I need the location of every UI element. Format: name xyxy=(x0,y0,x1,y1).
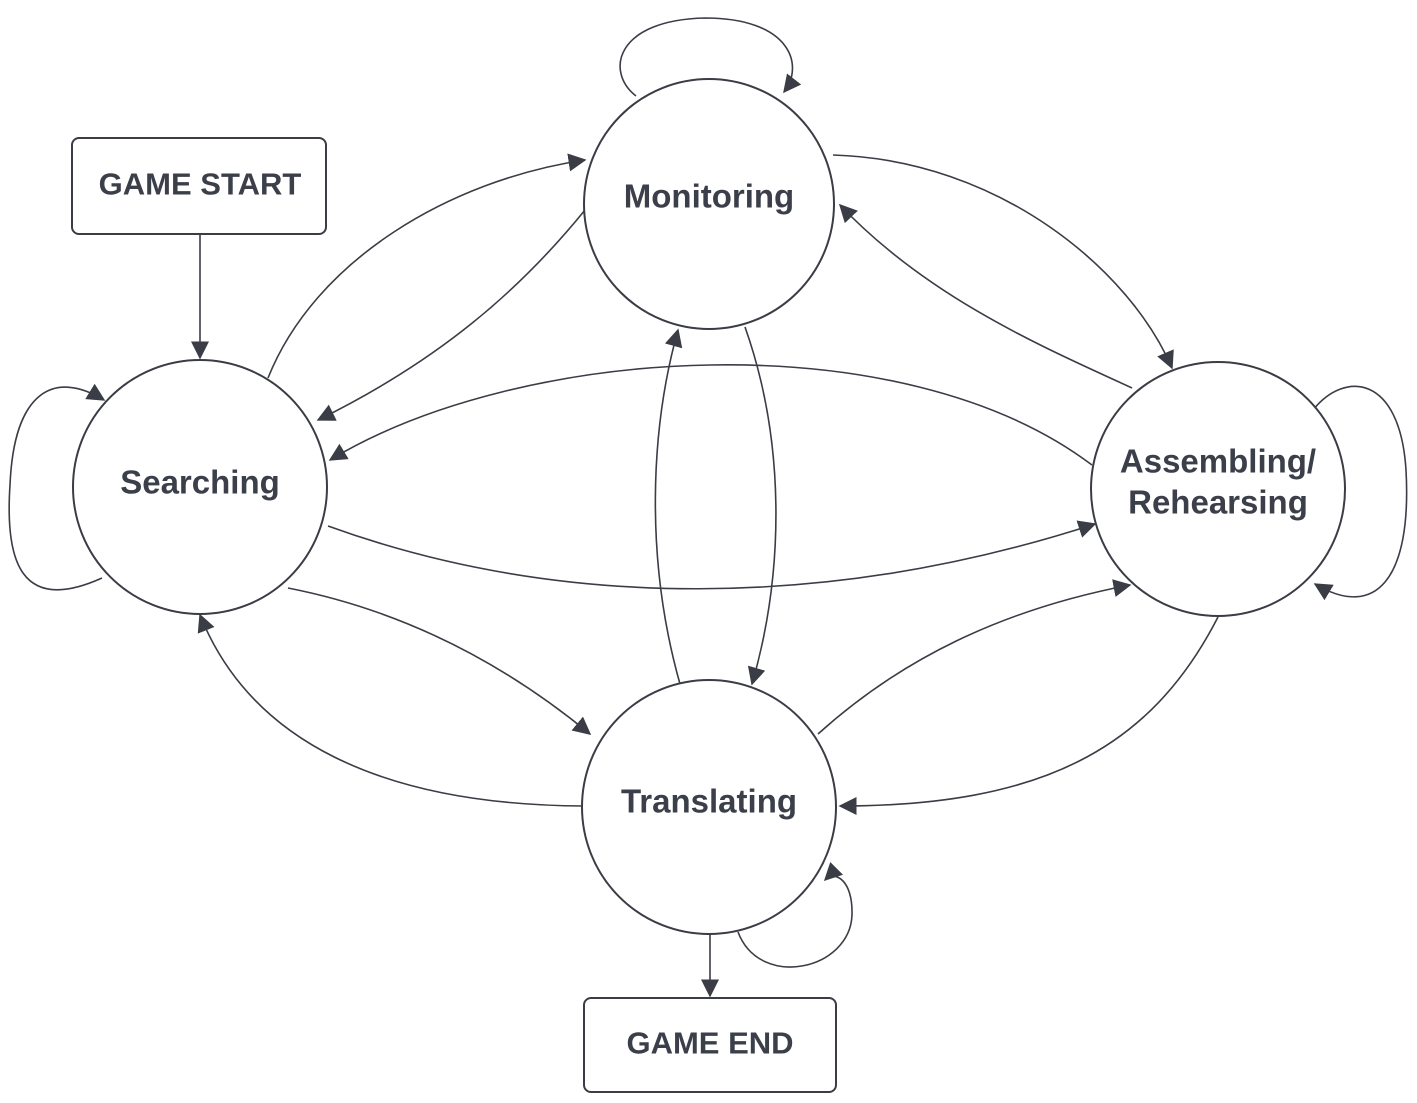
game-end-label: GAME END xyxy=(626,1026,793,1061)
edge-monitoring-to-searching xyxy=(316,209,586,421)
translating-label: Translating xyxy=(621,783,797,820)
edge-searching-to-monitoring xyxy=(267,153,587,379)
edge-translating-self-loop xyxy=(737,861,853,968)
edge-monitoring-to-translating xyxy=(744,326,777,686)
edge-translating-to-monitoring xyxy=(654,328,683,685)
assembling-label-line2: Rehearsing xyxy=(1128,484,1308,521)
monitoring-label: Monitoring xyxy=(624,178,794,215)
edge-searching-self-loop xyxy=(8,383,106,591)
node-monitoring: Monitoring xyxy=(583,78,835,330)
searching-label: Searching xyxy=(120,464,280,501)
edge-assembling-to-searching xyxy=(328,364,1093,466)
game-start-label: GAME START xyxy=(99,167,302,202)
node-searching: Searching xyxy=(72,359,328,615)
edge-searching-to-assembling xyxy=(327,520,1097,590)
edge-monitoring-to-assembling xyxy=(832,154,1174,370)
assembling-label-line1: Assembling/ xyxy=(1120,443,1316,480)
edge-translating-to-searching xyxy=(197,613,585,807)
edge-searching-to-translating xyxy=(287,587,592,735)
node-translating: Translating xyxy=(581,679,837,935)
node-game-start: GAME START xyxy=(71,137,327,235)
edge-assembling-to-monitoring xyxy=(838,203,1133,389)
node-assembling-rehearsing: Assembling/ Rehearsing xyxy=(1090,361,1346,617)
node-game-end: GAME END xyxy=(583,997,837,1093)
edge-assembling-to-translating xyxy=(838,616,1219,815)
edge-monitoring-self-loop xyxy=(619,17,802,97)
edge-assembling-self-loop xyxy=(1312,385,1408,601)
edge-translating-to-assembling xyxy=(817,579,1132,735)
